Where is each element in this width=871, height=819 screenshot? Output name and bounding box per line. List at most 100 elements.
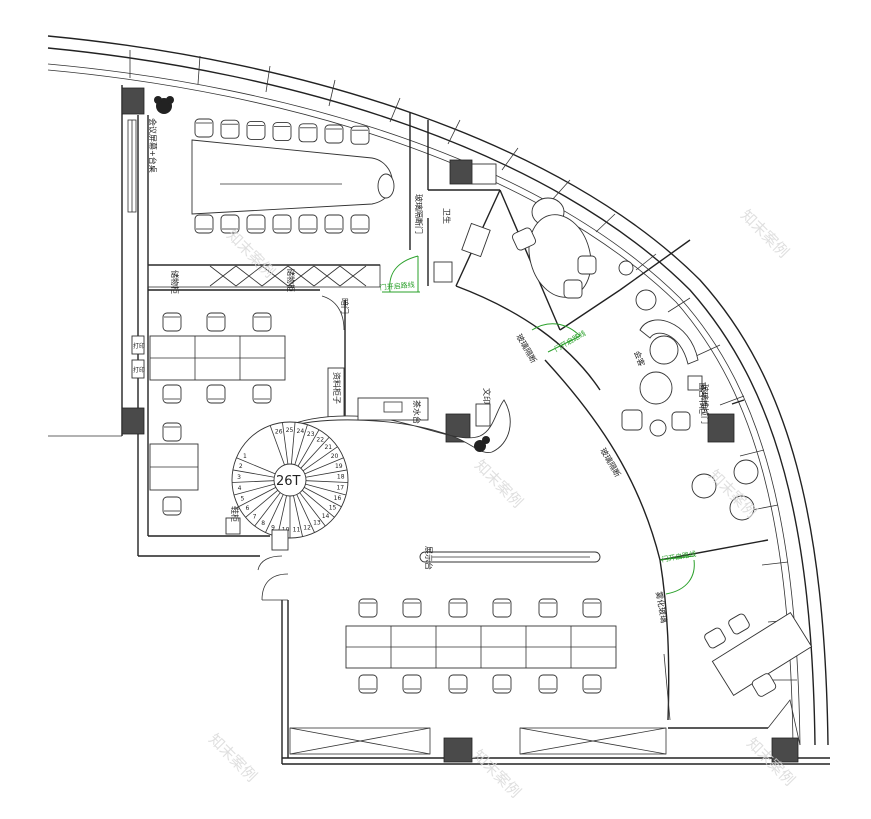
door-dark-label: 暗门 (340, 298, 350, 314)
chair (358, 674, 378, 694)
sliding-door-2-label: 门开启路线 (553, 328, 588, 353)
toilet-area: 卫生 玻璃隔断门 (414, 163, 497, 283)
chair (402, 598, 422, 618)
chair (272, 214, 292, 234)
glass-partition-left-label: 玻璃隔断门 (414, 194, 424, 234)
chair (194, 118, 214, 138)
reception: 资料柜子 茶水台 文印 (281, 367, 511, 454)
print-small-label: 打印 (133, 366, 145, 374)
stair-count-label: 26T (276, 474, 301, 489)
stair-tread (302, 446, 338, 472)
stair-tread (233, 483, 275, 496)
stair-step-number: 8 (261, 520, 265, 527)
columns (121, 87, 799, 763)
chair (298, 214, 318, 234)
plant-icon (154, 96, 174, 114)
stair-step-number: 21 (324, 444, 332, 451)
bookcase-label: 鞋柜 (230, 506, 240, 522)
stair-tread (305, 469, 348, 478)
stair-tread (232, 469, 275, 478)
stair-tread (305, 483, 347, 496)
stair-tread (236, 457, 276, 475)
stair-tread (282, 422, 289, 465)
glass-wall-2-label: 玻璃隔断 (598, 446, 623, 479)
stair-tread (293, 495, 303, 537)
meeting-room: 会议屏幕+台桌 (127, 96, 395, 234)
chair (162, 422, 182, 442)
stair-step-number: 24 (297, 428, 305, 435)
stair-step-number: 23 (307, 431, 315, 438)
glass-door-right-label: 玻璃推拉门 (700, 384, 710, 424)
storage-cabinet-label: 储物柜 (170, 270, 180, 294)
chair (194, 214, 214, 234)
open-office: 展示台 (257, 546, 617, 694)
stair-step-number: 11 (293, 527, 301, 534)
storage-row: 储物柜 储物柜 (170, 265, 367, 294)
meeting-chairs-top (194, 118, 370, 145)
workstation-chairs-upper (162, 312, 272, 516)
chair (538, 598, 558, 618)
chair (162, 312, 182, 332)
stair-tread (269, 425, 285, 466)
chair (324, 214, 344, 234)
frosted-glass-label: 雾化玻璃 (654, 591, 669, 624)
stair-step-number: 13 (313, 520, 321, 527)
meeting-chairs-bottom (194, 214, 370, 234)
stair-step-number: 18 (337, 474, 345, 481)
stair-step-number: 5 (240, 495, 244, 502)
stair-step-number: 20 (331, 453, 339, 460)
watermark: 知末案例 (223, 226, 278, 281)
chair (350, 125, 370, 145)
stair-step-number: 1 (243, 453, 247, 460)
window-seat-label: 窗台书柜 (698, 382, 708, 414)
stair-tread (254, 492, 281, 527)
stair-tread (299, 492, 326, 527)
sliding-door-1-label: 门开启路线 (379, 280, 415, 292)
manager-office (663, 612, 813, 721)
chair (324, 124, 344, 144)
stair-tread (290, 422, 296, 465)
stair-step-number: 3 (237, 474, 241, 481)
stair-step-number: 4 (238, 485, 242, 492)
stair-step-number: 6 (246, 505, 250, 512)
vanity-cabinet-label: 储物柜 (286, 268, 296, 292)
stair-step-number: 25 (286, 427, 294, 434)
stair-step-number: 2 (239, 463, 243, 470)
stair-tread (265, 494, 284, 533)
stair-step-number: 14 (322, 513, 330, 520)
stair-tread (296, 494, 315, 533)
chair (246, 120, 266, 140)
stair-step-number: 15 (329, 505, 337, 512)
water-bar-label: 茶水台 (412, 400, 422, 424)
chair (582, 674, 602, 694)
chair (220, 119, 240, 139)
stair-step-number: 7 (253, 513, 257, 520)
stair-tread (304, 487, 342, 508)
stair-step-number: 19 (335, 463, 343, 470)
stair-tread (301, 489, 335, 518)
chair (402, 674, 422, 694)
meeting-screen-label: 会议屏幕+台桌 (148, 118, 158, 173)
stair-step-number: 22 (316, 437, 324, 444)
display-counter-label: 展示台 (424, 546, 434, 570)
watermark: 知末案例 (737, 206, 792, 261)
stair-step-number: 26 (275, 428, 283, 435)
workstation-chairs-lower (358, 598, 602, 694)
glass-wall-1-label: 玻璃隔断 (514, 332, 539, 365)
stair-step-number: 12 (303, 524, 311, 531)
chair (492, 598, 512, 618)
watermark: 知末案例 (469, 746, 524, 801)
watermark: 知末案例 (471, 456, 526, 511)
stair-tread (238, 487, 276, 508)
chair (538, 674, 558, 694)
chair (162, 384, 182, 404)
chair (162, 496, 182, 516)
chair (206, 384, 226, 404)
outer-facade (47, 35, 829, 746)
workstations-upper-left: 打印 打印 鞋柜 (131, 312, 286, 535)
chair (220, 214, 240, 234)
stair-tread (305, 480, 348, 483)
stair-tread (294, 424, 308, 465)
chair (358, 598, 378, 618)
